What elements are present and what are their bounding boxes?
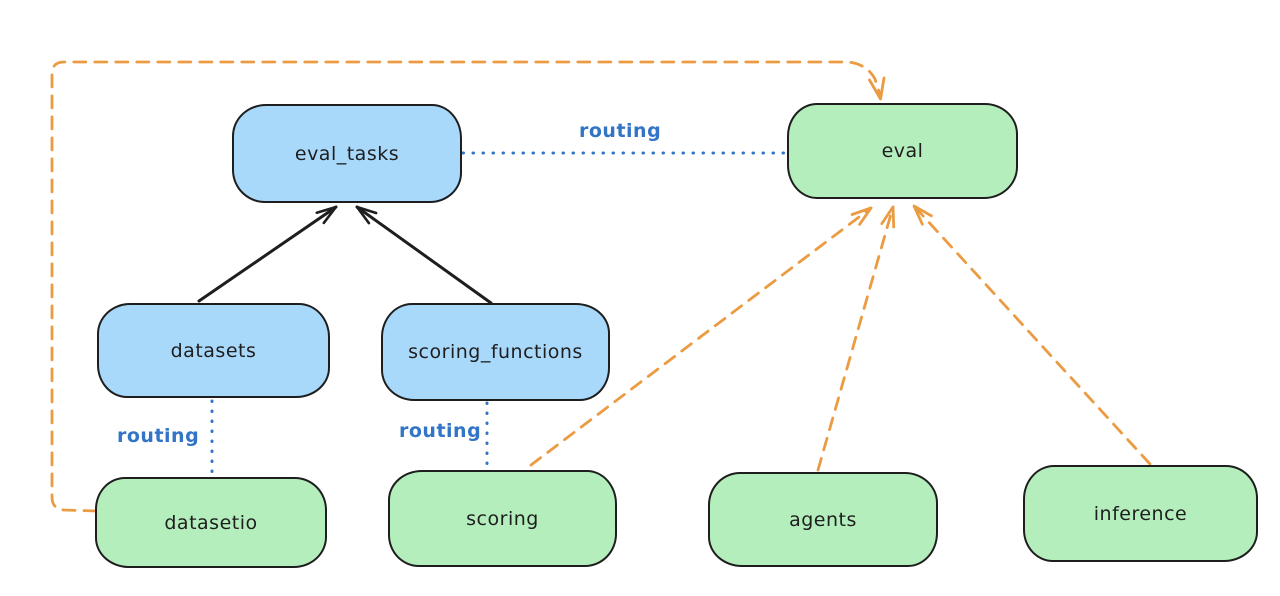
- edge-scoring-to-eval: [529, 206, 873, 467]
- node-datasetio: datasetio: [95, 477, 327, 568]
- edge-inference-to-eval: [912, 204, 1152, 466]
- node-label: eval_tasks: [294, 142, 400, 165]
- arrowhead-inference-to-eval: [912, 204, 933, 226]
- arrowhead-datasets-to-eval_tasks: [315, 205, 338, 225]
- arrowhead-scoring-to-eval: [850, 206, 873, 226]
- node-label: scoring_functions: [408, 341, 583, 363]
- arrowhead-scoring_functions-to-eval_tasks: [355, 205, 378, 225]
- edge-agents-to-eval: [816, 205, 895, 472]
- node-agents: agents: [708, 472, 938, 567]
- node-label: datasetio: [164, 511, 258, 534]
- node-eval: eval: [787, 103, 1018, 199]
- edge-scoring_functions-to-eval_tasks: [355, 205, 493, 305]
- node-label: eval: [881, 140, 924, 162]
- edge-label-routing-eval_tasks-eval: routing: [579, 120, 662, 142]
- arrowhead-agents-to-eval: [880, 205, 896, 229]
- node-label: datasets: [170, 339, 257, 362]
- node-label: scoring: [466, 507, 539, 530]
- node-datasets: datasets: [97, 303, 330, 398]
- edge-label-routing-datasets-datasetio: routing: [117, 425, 200, 447]
- arrowhead-datasetio-to-eval: [868, 76, 886, 101]
- node-inference: inference: [1023, 465, 1258, 562]
- node-label: agents: [789, 508, 857, 531]
- edge-datasets-to-eval_tasks: [197, 205, 338, 303]
- node-scoring: scoring: [388, 470, 617, 567]
- node-scoring-functions: scoring_functions: [381, 303, 610, 401]
- node-eval-tasks: eval_tasks: [232, 104, 462, 203]
- node-label: inference: [1093, 502, 1188, 525]
- edge-label-routing-scoring_functions-scoring: routing: [399, 420, 482, 442]
- edge-datasetio-to-eval: [50, 60, 882, 513]
